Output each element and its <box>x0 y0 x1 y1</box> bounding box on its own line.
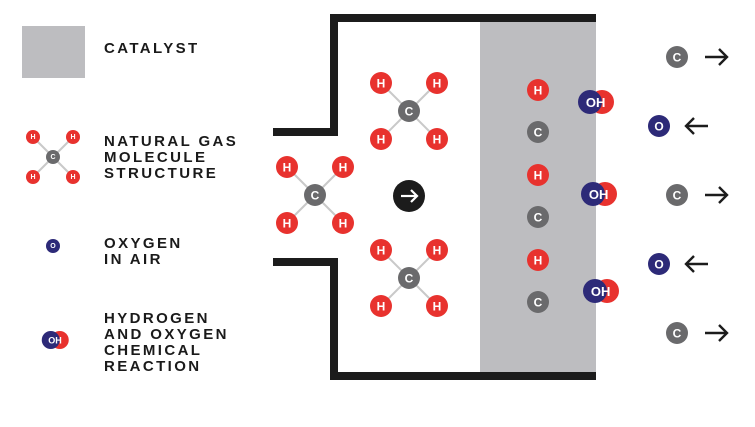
atoms-layer: H H H H C O OH H H H H C H H H H C H H H H C H C H C H C OH OH OH C O C O C <box>26 46 688 349</box>
svg-text:OH: OH <box>589 187 609 202</box>
svg-text:H: H <box>339 217 348 231</box>
hydrogen-atom: H <box>370 295 392 317</box>
hydrogen-atom: H <box>426 72 448 94</box>
hydrogen-atom: H <box>527 164 549 186</box>
hydrogen-atom: H <box>332 212 354 234</box>
methane-molecule: C <box>398 267 420 289</box>
oxygen-input-atom: O <box>648 253 670 275</box>
svg-text:H: H <box>433 300 442 314</box>
svg-text:C: C <box>534 126 543 140</box>
svg-text:H: H <box>377 244 386 258</box>
hydrogen-atom: H <box>370 239 392 261</box>
oxygen-label: OXYGEN IN AIR <box>104 235 183 268</box>
hydrogen-atom: H <box>332 156 354 178</box>
hydroxyl-molecule: OH <box>578 90 614 114</box>
right-arrow-icon <box>705 186 729 204</box>
hydroxyl-molecule: OH <box>581 182 617 206</box>
right-arrow-icon <box>705 48 729 66</box>
svg-text:H: H <box>534 169 543 183</box>
carbon-output-atom: C <box>666 322 688 344</box>
oxygen-input-atom: O <box>648 115 670 137</box>
svg-text:H: H <box>30 134 35 141</box>
hydrogen-atom: H <box>527 79 549 101</box>
output-arrows <box>684 48 729 342</box>
svg-text:O: O <box>50 243 56 250</box>
svg-text:C: C <box>405 105 414 119</box>
svg-text:H: H <box>534 254 543 268</box>
molecule-bonds <box>32 82 438 307</box>
hydrogen-atom: H <box>426 128 448 150</box>
hydrogen-atom: H <box>276 156 298 178</box>
hydroxyl-molecule: OH <box>583 279 619 303</box>
carbon-output-atom: C <box>666 184 688 206</box>
hydrogen-atom: H <box>66 170 80 184</box>
carbon-atom: C <box>527 291 549 313</box>
hydrogen-atom: H <box>527 249 549 271</box>
hydrogen-atom: H <box>370 128 392 150</box>
right-arrow-icon <box>705 324 729 342</box>
svg-text:C: C <box>311 189 320 203</box>
methane-molecule: C <box>398 100 420 122</box>
methane-molecule: C <box>304 184 326 206</box>
svg-text:H: H <box>377 300 386 314</box>
svg-text:C: C <box>673 51 682 65</box>
reaction-label: HYDROGEN AND OXYGEN CHEMICAL REACTION <box>104 310 229 375</box>
natural-gas-label: NATURAL GAS MOLECULE STRUCTURE <box>104 133 239 182</box>
svg-text:H: H <box>534 84 543 98</box>
svg-text:H: H <box>339 161 348 175</box>
hydrogen-atom: H <box>276 212 298 234</box>
carbon-output-atom: C <box>666 46 688 68</box>
catalyst-label: CATALYST <box>104 40 200 57</box>
svg-text:H: H <box>433 244 442 258</box>
svg-text:H: H <box>377 77 386 91</box>
hydrogen-atom: H <box>426 239 448 261</box>
catalyst-region <box>480 18 596 372</box>
carbon-atom: C <box>527 206 549 228</box>
svg-text:OH: OH <box>586 95 606 110</box>
hydrogen-atom: H <box>426 295 448 317</box>
hydrogen-atom: H <box>26 170 40 184</box>
svg-text:H: H <box>433 77 442 91</box>
carbon-atom: C <box>527 121 549 143</box>
hydrogen-atom: H <box>66 130 80 144</box>
svg-text:C: C <box>405 272 414 286</box>
catalyst-legend-swatch <box>22 26 85 78</box>
left-arrow-icon <box>684 255 708 273</box>
left-arrow-icon <box>684 117 708 135</box>
svg-text:O: O <box>654 258 663 272</box>
svg-text:H: H <box>377 133 386 147</box>
svg-text:H: H <box>30 174 35 181</box>
hydrogen-atom: H <box>26 130 40 144</box>
chamber-wall-bottom <box>273 258 596 380</box>
svg-text:H: H <box>283 161 292 175</box>
flow-direction-icon <box>393 180 425 212</box>
svg-text:C: C <box>50 154 55 161</box>
legend-methane-molecule: C <box>46 150 60 164</box>
svg-text:H: H <box>433 133 442 147</box>
legend-oxygen-atom: O <box>46 239 60 253</box>
svg-text:H: H <box>70 134 75 141</box>
svg-text:C: C <box>534 296 543 310</box>
hydrogen-atom: H <box>370 72 392 94</box>
svg-text:H: H <box>70 174 75 181</box>
svg-text:H: H <box>283 217 292 231</box>
svg-text:O: O <box>654 120 663 134</box>
svg-text:OH: OH <box>591 284 611 299</box>
svg-text:C: C <box>534 211 543 225</box>
legend-hydroxyl-molecule: OH <box>41 331 69 349</box>
svg-text:C: C <box>673 327 682 341</box>
svg-text:C: C <box>673 189 682 203</box>
svg-text:OH: OH <box>48 336 62 346</box>
chamber-wall <box>273 14 596 136</box>
